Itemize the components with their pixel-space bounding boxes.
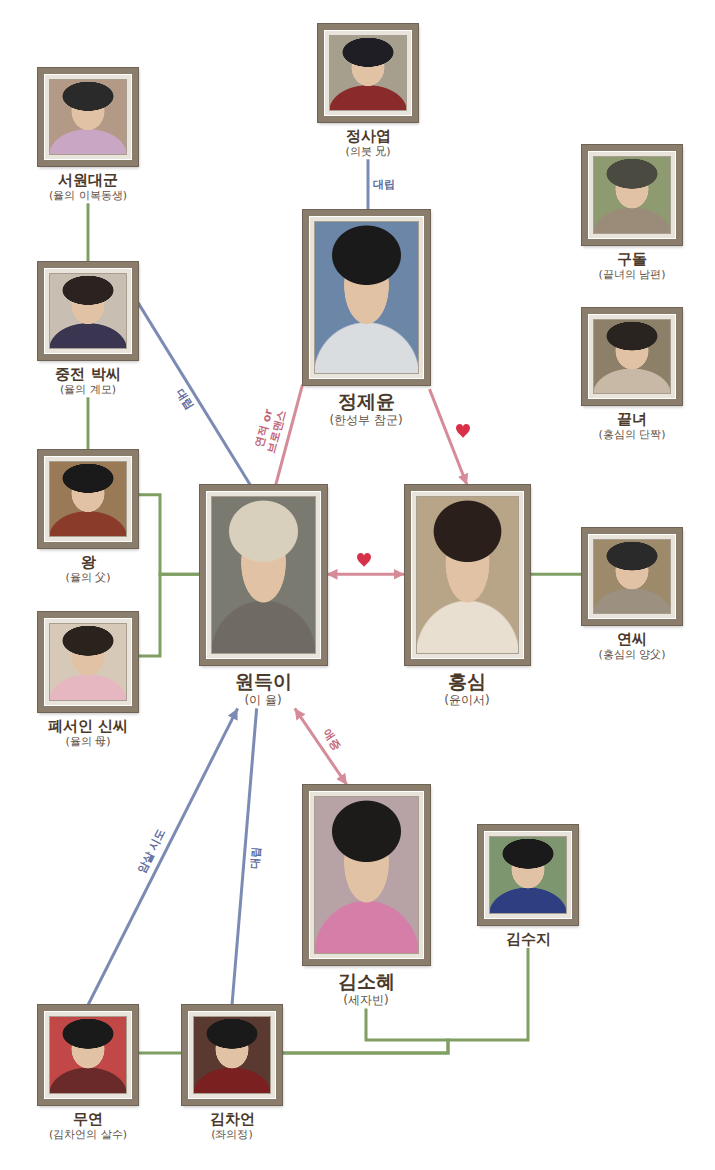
- heart-symbol: [357, 553, 371, 567]
- relation-line: [295, 708, 347, 785]
- portrait-frame: [182, 1005, 282, 1105]
- portrait-picture: [314, 221, 419, 374]
- character-role: (끝녀의 남편): [582, 268, 682, 282]
- character-card: 끝녀(홍심의 단짝): [582, 308, 682, 442]
- portrait-picture: [49, 273, 127, 349]
- character-role: (윤이서): [405, 693, 530, 709]
- character-role: (율의 이복동생): [38, 189, 138, 203]
- character-name: 구돌: [582, 250, 682, 268]
- portrait-picture: [593, 319, 671, 394]
- relation-line: [327, 573, 405, 576]
- portrait-picture: [49, 1016, 127, 1094]
- portrait-frame: [478, 825, 578, 925]
- portrait-frame: [303, 785, 430, 965]
- character-card: 서원대군(율의 이복동생): [38, 68, 138, 203]
- edge-label: 연적 or 브로맨스: [251, 400, 290, 461]
- relation-line: [88, 708, 238, 1005]
- portrait-picture: [49, 79, 127, 155]
- portrait-frame: [303, 210, 430, 385]
- relation-line: [530, 573, 583, 576]
- portrait-frame: [582, 528, 682, 625]
- character-role: (김차언의 살수): [38, 1128, 138, 1142]
- relation-line: [282, 1008, 448, 1053]
- character-role: (율의 계모): [38, 383, 138, 397]
- portrait-picture: [593, 156, 671, 234]
- edge-label: 대립: [371, 178, 397, 191]
- portrait-frame: [200, 485, 327, 665]
- character-card: 폐서인 신씨(율의 母): [38, 612, 138, 749]
- character-card: 김수지: [478, 825, 578, 948]
- edge-label: 대립: [249, 844, 264, 871]
- portrait-picture: [193, 1016, 271, 1094]
- portrait-picture: [49, 461, 127, 537]
- character-role: (홍심의 양父): [582, 648, 682, 662]
- character-role: (좌의정): [182, 1128, 282, 1142]
- character-name: 홍심: [405, 670, 530, 693]
- character-name: 무연: [38, 1110, 138, 1128]
- edge-label: 암살 시도: [135, 825, 170, 877]
- character-card: 중전 박씨(율의 계모): [38, 262, 138, 397]
- portrait-frame: [38, 68, 138, 166]
- character-card: 구돌(끝녀의 남편): [582, 145, 682, 282]
- character-role: (율의 父): [38, 571, 138, 585]
- character-role: (홍심의 단짝): [582, 428, 682, 442]
- relation-line: [367, 159, 370, 210]
- portrait-frame: [405, 485, 530, 665]
- character-name: 중전 박씨: [38, 365, 138, 383]
- character-name: 왕: [38, 553, 138, 571]
- character-name: 정제윤: [303, 390, 430, 413]
- relation-line: [138, 495, 200, 575]
- character-name: 연씨: [582, 630, 682, 648]
- portrait-picture: [593, 539, 671, 614]
- relation-line: [87, 397, 90, 450]
- portrait-picture: [489, 836, 567, 914]
- portrait-frame: [582, 145, 682, 245]
- character-name: 김수지: [478, 930, 578, 948]
- character-card: 무연(김차언의 살수): [38, 1005, 138, 1142]
- character-card: 김소혜(세자빈): [303, 785, 430, 1008]
- edge-label: 애증: [318, 726, 343, 755]
- character-name: 정사엽: [318, 127, 418, 145]
- relation-line: [87, 203, 90, 262]
- character-role: (한성부 참군): [303, 413, 430, 429]
- portrait-frame: [38, 612, 138, 712]
- relation-line: [138, 1052, 182, 1055]
- portrait-frame: [38, 450, 138, 548]
- character-card: 왕(율의 父): [38, 450, 138, 585]
- character-card: 정제윤(한성부 참군): [303, 210, 430, 428]
- character-name: 서원대군: [38, 171, 138, 189]
- edge-label: 대립: [172, 386, 196, 415]
- character-name: 원득이: [200, 670, 327, 693]
- character-card: 김차언(좌의정): [182, 1005, 282, 1142]
- character-card: 연씨(홍심의 양父): [582, 528, 682, 662]
- portrait-picture: [49, 623, 127, 701]
- character-name: 김차언: [182, 1110, 282, 1128]
- portrait-picture: [416, 496, 519, 654]
- character-card: 홍심(윤이서): [405, 485, 530, 708]
- character-card: 원득이(이 율): [200, 485, 327, 708]
- character-name: 폐서인 신씨: [38, 717, 138, 735]
- heart-symbol: [456, 424, 470, 438]
- portrait-frame: [38, 262, 138, 360]
- relation-line: [430, 389, 468, 485]
- portrait-frame: [38, 1005, 138, 1105]
- portrait-picture: [329, 35, 407, 111]
- portrait-picture: [211, 496, 316, 654]
- portrait-picture: [314, 796, 419, 954]
- character-role: (의붓 兄): [318, 145, 418, 159]
- relation-line: [138, 574, 200, 656]
- character-role: (세자빈): [303, 993, 430, 1009]
- character-role: (이 율): [200, 693, 327, 709]
- relation-line: [138, 303, 250, 485]
- portrait-frame: [582, 308, 682, 405]
- character-card: 정사엽(의붓 兄): [318, 24, 418, 159]
- character-name: 김소혜: [303, 970, 430, 993]
- character-role: (율의 母): [38, 735, 138, 749]
- character-name: 끝녀: [582, 410, 682, 428]
- portrait-frame: [318, 24, 418, 122]
